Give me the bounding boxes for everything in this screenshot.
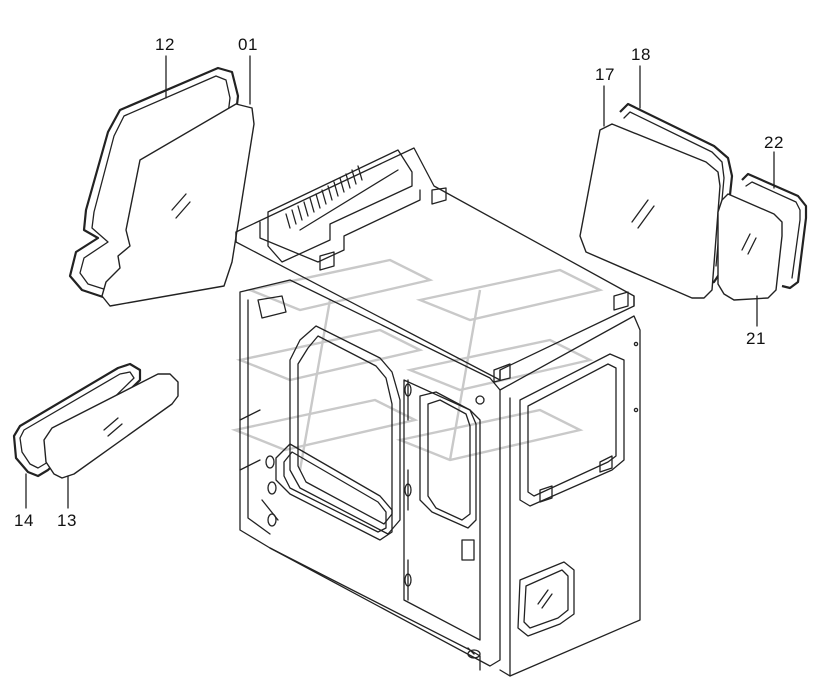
cab-body <box>235 147 641 677</box>
glass-13 <box>43 373 179 479</box>
callout-17: 17 <box>595 65 615 84</box>
roof-vent-slats <box>285 165 363 229</box>
glass-01 <box>101 103 255 307</box>
callout-01: 01 <box>238 35 258 54</box>
callout-18: 18 <box>631 45 651 64</box>
leader-lines <box>25 55 775 509</box>
glass-17 <box>579 123 721 299</box>
callout-22: 22 <box>764 133 784 152</box>
callout-21: 21 <box>746 329 766 348</box>
callout-14: 14 <box>14 511 34 530</box>
watermark <box>230 258 604 471</box>
glass-21 <box>717 193 783 301</box>
callout-12: 12 <box>155 35 175 54</box>
callout-13: 13 <box>57 511 77 530</box>
seal-22 <box>741 172 808 290</box>
